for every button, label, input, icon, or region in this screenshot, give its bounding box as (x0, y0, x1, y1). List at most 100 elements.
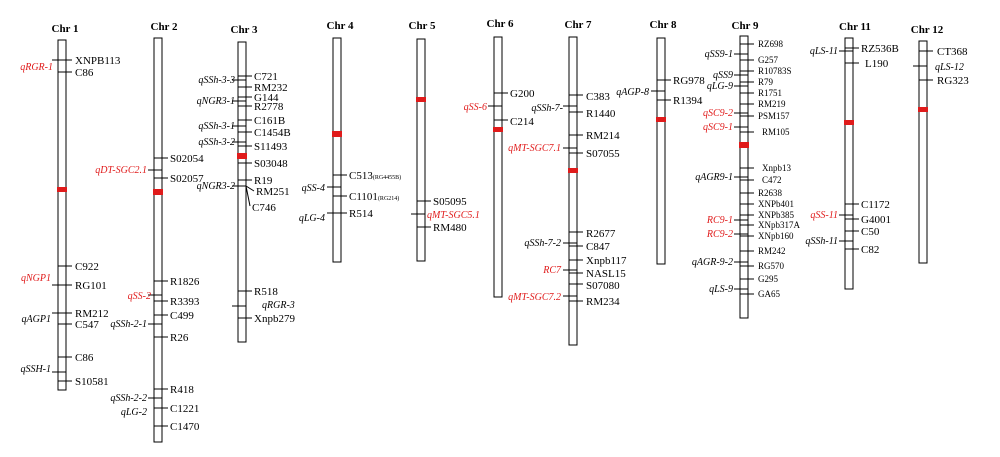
chromosome-4: Chr 4 C513(RG4455B) C1101(RG214) R514 qS… (299, 20, 401, 263)
marker-label: S05095 (433, 196, 467, 208)
marker-label: R2778 (254, 101, 284, 113)
qtl-label: qLG-9 (707, 81, 733, 92)
qtl-label: qSSh-7-2 (524, 238, 561, 249)
marker-label: RM105 (762, 127, 790, 137)
chromosome-title: Chr 12 (911, 24, 944, 36)
qtl-label: qAGP-8 (616, 87, 649, 98)
qtl-label: qMT-SGC7.1 (508, 143, 561, 154)
chromosome-9: Chr 9 RZ698 G257 R10783S R79 (692, 20, 800, 319)
marker-label: R418 (170, 384, 194, 396)
qtl-label: qLS-12 (935, 62, 964, 73)
marker-label: XNPB113 (75, 55, 121, 67)
qtl-label: qAGP1 (22, 314, 51, 325)
centromere-marker (918, 107, 928, 112)
chromosome-bar (493, 36, 503, 298)
marker-label: C1454B (254, 127, 291, 139)
qtl-label: qSS-6 (464, 102, 487, 113)
qtl-label: qMT-SGC5.1 (427, 210, 480, 221)
marker-label: XNpb317A (758, 220, 800, 230)
centromere-marker (57, 187, 67, 192)
centromere-marker (493, 127, 503, 132)
qtl-label: qAGR9-1 (695, 172, 733, 183)
marker-label: S11493 (254, 141, 288, 153)
marker-label: Xnpb117 (586, 255, 627, 267)
qtl-label: qNGP1 (21, 273, 51, 284)
chromosome-title: Chr 7 (565, 19, 592, 31)
qtl-label: qSSh-2-1 (110, 319, 147, 330)
chromosome-bar (416, 38, 426, 262)
marker-label: RG101 (75, 280, 107, 292)
marker-label: G295 (758, 274, 778, 284)
marker-label: G200 (510, 88, 535, 100)
marker-label: RM242 (758, 246, 786, 256)
centromere-marker (332, 131, 342, 137)
chromosome-6: Chr 6 G200 C214 qSS-6 (464, 18, 535, 298)
marker-label: RM219 (758, 99, 786, 109)
qtl-label: qLS-9 (709, 284, 733, 295)
qtl-label: qSSh-2-2 (110, 393, 147, 404)
chromosome-title: Chr 2 (151, 21, 178, 33)
marker-label: C547 (75, 319, 99, 331)
chromosome-bar (237, 41, 247, 343)
chromosome-bar (332, 37, 342, 263)
qtl-label: qSSh-3-3 (198, 75, 235, 86)
centromere-marker (739, 142, 749, 148)
marker-label: C50 (861, 226, 880, 238)
marker-label: PSM157 (758, 111, 790, 121)
centromere-marker (656, 117, 666, 122)
qtl-label: RC9-1 (706, 215, 733, 226)
centromere-marker (416, 97, 426, 102)
marker-label: Xnpb13 (762, 163, 791, 173)
marker-label: R1440 (586, 108, 616, 120)
marker-label: G257 (758, 55, 778, 65)
qtl-label: qLG-4 (299, 213, 325, 224)
chromosome-5: Chr 5 S05095 RM480 qMT-SGC5.1 (409, 20, 480, 262)
marker-label: R26 (170, 332, 189, 344)
qtl-label: qNGR3-1 (197, 96, 235, 107)
chromosome-bar (656, 37, 666, 265)
marker-label: C1101(RG214) (349, 191, 399, 203)
qtl-label: qSS-11 (810, 210, 838, 221)
chromosome-bar (57, 39, 67, 391)
marker-label: RG570 (758, 261, 785, 271)
qtl-label: qSS9 (713, 70, 733, 81)
chromosome-8: Chr 8 RG978 R1394 qAGP-8 (616, 19, 705, 265)
marker-label: R518 (254, 286, 278, 298)
chromosome-title: Chr 5 (409, 20, 436, 32)
qtl-label: qMT-SGC7.2 (508, 292, 561, 303)
marker-label: R514 (349, 208, 373, 220)
chromosome-bar (568, 36, 578, 346)
marker-label: S02057 (170, 173, 204, 185)
marker-label: CT368 (937, 46, 968, 58)
marker-label: C161B (254, 115, 285, 127)
chromosome-title: Chr 11 (839, 21, 871, 33)
marker-label: C1470 (170, 421, 200, 433)
marker-label: RM234 (586, 296, 620, 308)
marker-label: RZ698 (758, 39, 784, 49)
marker-label: C86 (75, 352, 94, 364)
marker-label: C472 (762, 175, 782, 185)
qtl-label: qDT-SGC2.1 (95, 165, 147, 176)
marker-label: C513(RG4455B) (349, 170, 401, 182)
marker-label: Xnpb279 (254, 313, 295, 325)
marker-label: C746 (252, 202, 276, 214)
marker-label: R3393 (170, 296, 200, 308)
qtl-label: qNGR3-2 (197, 181, 235, 192)
qtl-label: qLG-2 (121, 407, 147, 418)
marker-label: RM214 (586, 130, 620, 142)
qtl-label: RC9-2 (706, 229, 733, 240)
marker-label: R19 (254, 175, 273, 187)
marker-label: RM480 (433, 222, 467, 234)
marker-label: G144 (254, 92, 279, 104)
marker-label: RG323 (937, 75, 969, 87)
marker-label: C1172 (861, 199, 890, 211)
marker-label: C383 (586, 91, 610, 103)
chromosome-3: Chr 3 C721 RM232 G144 R2778 C161B C1454B… (197, 24, 295, 343)
marker-label: S07080 (586, 280, 620, 292)
marker-label: R10783S (758, 66, 792, 76)
chromosome-title: Chr 8 (650, 19, 677, 31)
marker-label: RZ536B (861, 43, 899, 55)
marker-label: C1221 (170, 403, 199, 415)
